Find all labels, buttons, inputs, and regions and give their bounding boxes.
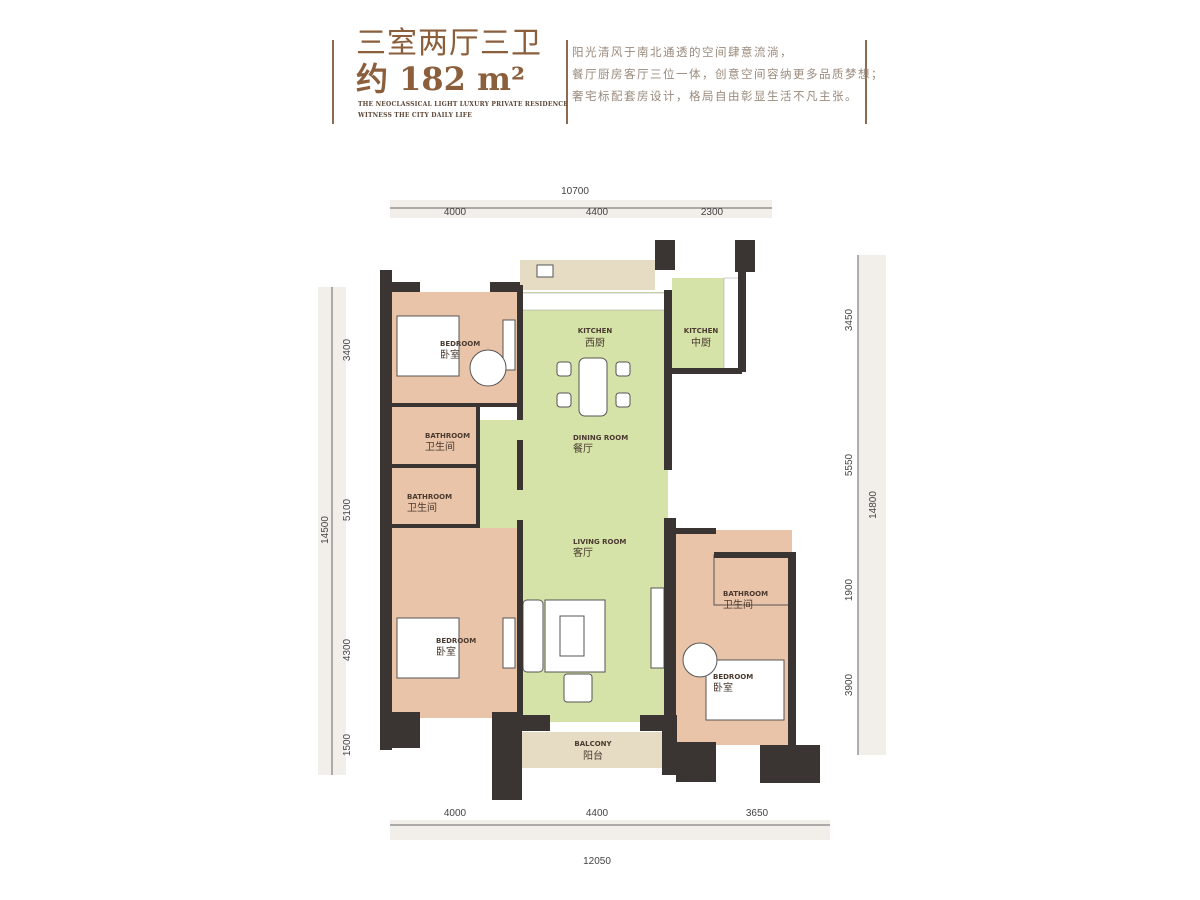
dimension-bar-right xyxy=(858,255,886,755)
corridor xyxy=(478,420,520,530)
bathroom-3-label-cn: 卫生间 xyxy=(723,598,753,611)
bedroom-2-label: BEDROOM xyxy=(436,637,476,645)
chair xyxy=(615,392,631,408)
dim-right: 1900 xyxy=(844,578,855,601)
dim-top-total: 10700 xyxy=(561,186,589,197)
bedroom-1-label-cn: 卧室 xyxy=(440,348,460,361)
description-line: 阳光清风于南北通透的空间肆意流淌， xyxy=(572,45,793,59)
tv-cabinet xyxy=(502,319,516,371)
tv-cabinet xyxy=(502,617,516,669)
bed xyxy=(396,315,460,377)
bathroom-3-area xyxy=(713,554,791,606)
dim-bottom: 3650 xyxy=(746,808,769,819)
dim-bottom-total: 12050 xyxy=(583,856,611,867)
bathroom-1-label: BATHROOM xyxy=(425,432,470,440)
living-label: LIVING ROOM xyxy=(573,538,626,546)
living-label-cn: 客厅 xyxy=(573,546,593,559)
dining-label: DINING ROOM xyxy=(573,434,628,442)
dim-top: 4000 xyxy=(444,207,467,218)
armchair xyxy=(563,673,593,703)
dim-left: 4300 xyxy=(342,638,353,661)
kitchen-counter xyxy=(519,292,666,311)
dim-left: 3400 xyxy=(342,338,353,361)
chair xyxy=(615,361,631,377)
dim-left-total: 14500 xyxy=(320,516,331,544)
dim-right-total: 14800 xyxy=(868,491,879,519)
round-rug xyxy=(469,349,507,387)
walls xyxy=(380,240,820,800)
divider-middle xyxy=(566,40,568,124)
tv-cabinet xyxy=(650,587,665,669)
dim-right: 3450 xyxy=(844,308,855,331)
chair xyxy=(556,392,572,408)
kitchen-west-label: KITCHEN xyxy=(578,327,613,335)
bathroom-2-label: BATHROOM xyxy=(407,493,452,501)
balcony-label: BALCONY xyxy=(574,740,612,748)
dim-left: 1500 xyxy=(342,733,353,756)
dim-left: 5100 xyxy=(342,498,353,521)
kitchen-west-label-cn: 西厨 xyxy=(585,337,605,349)
bed xyxy=(396,617,460,679)
description-line: 奢宅标配套房设计，格局自由彰显生活不凡主张。 xyxy=(572,89,858,103)
dim-right: 3900 xyxy=(844,673,855,696)
dim-top: 2300 xyxy=(701,207,724,218)
subtitle-2: WITNESS THE CITY DAILY LIFE xyxy=(358,112,473,119)
sofa xyxy=(522,599,544,673)
bedroom-3-label-cn: 卧室 xyxy=(713,681,733,694)
balcony-label-cn: 阳台 xyxy=(583,749,603,762)
ac-unit xyxy=(536,264,554,278)
dimension-bar-top xyxy=(390,200,772,218)
dining-table xyxy=(578,357,608,417)
kitchen-counter-2 xyxy=(723,277,741,371)
dim-right: 5550 xyxy=(844,453,855,476)
bathroom-1-area xyxy=(390,405,478,465)
dim-top: 4400 xyxy=(586,207,609,218)
bathroom-2-label-cn: 卫生间 xyxy=(407,501,437,514)
kitchen-chinese-label: KITCHEN xyxy=(684,327,719,335)
round-rug xyxy=(682,642,718,678)
coffee-table xyxy=(559,615,585,657)
dim-bottom: 4000 xyxy=(444,808,467,819)
bathroom-2-area xyxy=(390,468,478,526)
bottom-balcony xyxy=(520,732,665,768)
subtitle-1: THE NEOCLASSICAL LIGHT LUXURY PRIVATE RE… xyxy=(358,101,569,108)
bedroom-2-label-cn: 卧室 xyxy=(436,645,456,658)
divider-right xyxy=(865,40,867,124)
chair xyxy=(556,361,572,377)
bedroom-3-label: BEDROOM xyxy=(713,673,753,681)
dimension-bar-bottom xyxy=(390,820,830,840)
area-label: 约 182 m² xyxy=(356,60,525,98)
bathroom-3-label: BATHROOM xyxy=(723,590,768,598)
bedroom-1-label: BEDROOM xyxy=(440,340,480,348)
description-line: 餐厅厨房客厅三位一体，创意空间容纳更多品质梦想； xyxy=(572,67,884,81)
dining-label-cn: 餐厅 xyxy=(573,442,593,455)
dim-bottom: 4400 xyxy=(586,808,609,819)
bathroom-1-label-cn: 卫生间 xyxy=(425,440,455,453)
layout-title: 三室两厅三卫 xyxy=(356,26,542,61)
divider-left xyxy=(332,40,334,124)
bed xyxy=(705,659,785,721)
kitchen-chinese-label-cn: 中厨 xyxy=(691,336,711,349)
